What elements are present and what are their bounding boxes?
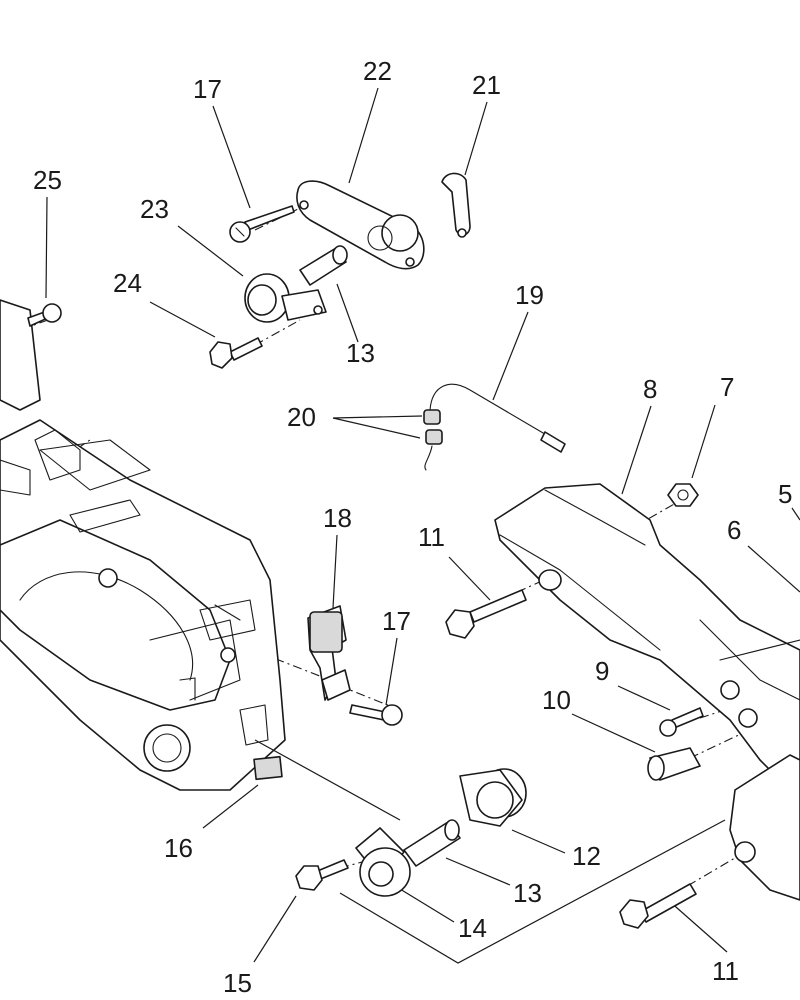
plug-10 — [647, 747, 701, 781]
screw-17-top — [229, 205, 295, 243]
callout-11-bottom: 11 — [712, 956, 739, 986]
guide-bar-cover-8 — [494, 483, 800, 801]
clip-21 — [441, 172, 471, 238]
callout-15: 15 — [223, 968, 252, 998]
callout-5: 5 — [778, 479, 792, 509]
oil-line-19 — [429, 383, 566, 453]
group-bracket-bottom-left — [254, 739, 401, 821]
callout-13-top: 13 — [346, 338, 375, 368]
callout-6: 6 — [727, 515, 741, 545]
bracket-18 — [307, 605, 351, 701]
nut-7 — [667, 483, 699, 507]
callout-25: 25 — [33, 165, 62, 195]
callout-14: 14 — [458, 913, 487, 943]
callout-20: 20 — [287, 402, 316, 432]
callout-12: 12 — [572, 841, 601, 871]
callout-8: 8 — [643, 374, 657, 404]
screw-9 — [659, 707, 704, 737]
bushing-14 — [355, 827, 411, 897]
callout-23: 23 — [140, 194, 169, 224]
bolt-15 — [295, 859, 349, 891]
bushing-23 — [244, 273, 327, 323]
bolt-24 — [209, 337, 263, 369]
group-bracket-bottom — [339, 819, 726, 964]
leader-lines — [45, 87, 800, 963]
callout-13-bottom: 13 — [513, 878, 542, 908]
pin-13-top — [299, 245, 348, 286]
pin-13-bottom — [403, 819, 461, 867]
bolt-11-bottom — [619, 883, 697, 929]
callout-24: 24 — [113, 268, 142, 298]
callout-22: 22 — [363, 56, 392, 86]
grommets-20 — [423, 409, 443, 471]
callout-11-mid: 11 — [418, 522, 445, 552]
tensioner-cover-plate — [296, 180, 425, 270]
screw-17-mid — [349, 704, 403, 726]
callout-21: 21 — [472, 70, 501, 100]
callout-16: 16 — [164, 833, 193, 863]
callout-10: 10 — [542, 685, 571, 715]
callout-7: 7 — [720, 372, 734, 402]
crankcase-housing — [0, 299, 286, 791]
callout-9: 9 — [595, 656, 609, 686]
callout-17-top: 17 — [193, 74, 222, 104]
callout-19: 19 — [515, 280, 544, 310]
screw-25 — [27, 303, 62, 327]
cover-12 — [459, 768, 527, 827]
callout-18: 18 — [323, 503, 352, 533]
callout-17-mid: 17 — [382, 606, 411, 636]
chain-brake-housing — [729, 754, 800, 901]
bolt-11-mid — [445, 589, 527, 639]
callout-labels: 25 17 22 21 23 24 13 19 20 8 7 5 6 18 11… — [33, 56, 792, 998]
